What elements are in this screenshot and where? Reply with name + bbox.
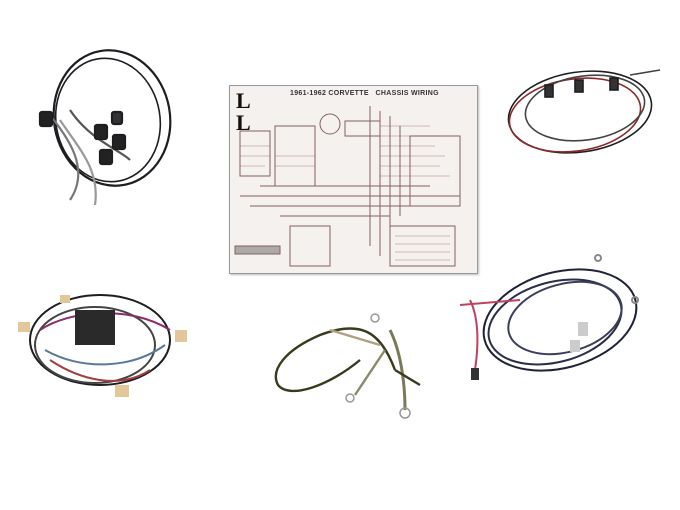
wiring-diagram-poster: L L 1961-1962 CORVETTE CHASSI [229, 85, 478, 274]
logo-electric-limited: L L [236, 88, 251, 135]
diagram-title: 1961-1962 CORVETTE CHASSIS WIRING [290, 90, 439, 97]
harness-bottom-middle [274, 313, 421, 419]
harness-top-right [507, 69, 661, 154]
harness-top-left [38, 49, 172, 206]
harness-bottom-left [18, 294, 187, 397]
svg-text:L: L [236, 110, 251, 135]
svg-text:L: L [236, 88, 251, 113]
wiring-schematic: L L [234, 88, 461, 267]
harness-bottom-right [459, 254, 639, 380]
